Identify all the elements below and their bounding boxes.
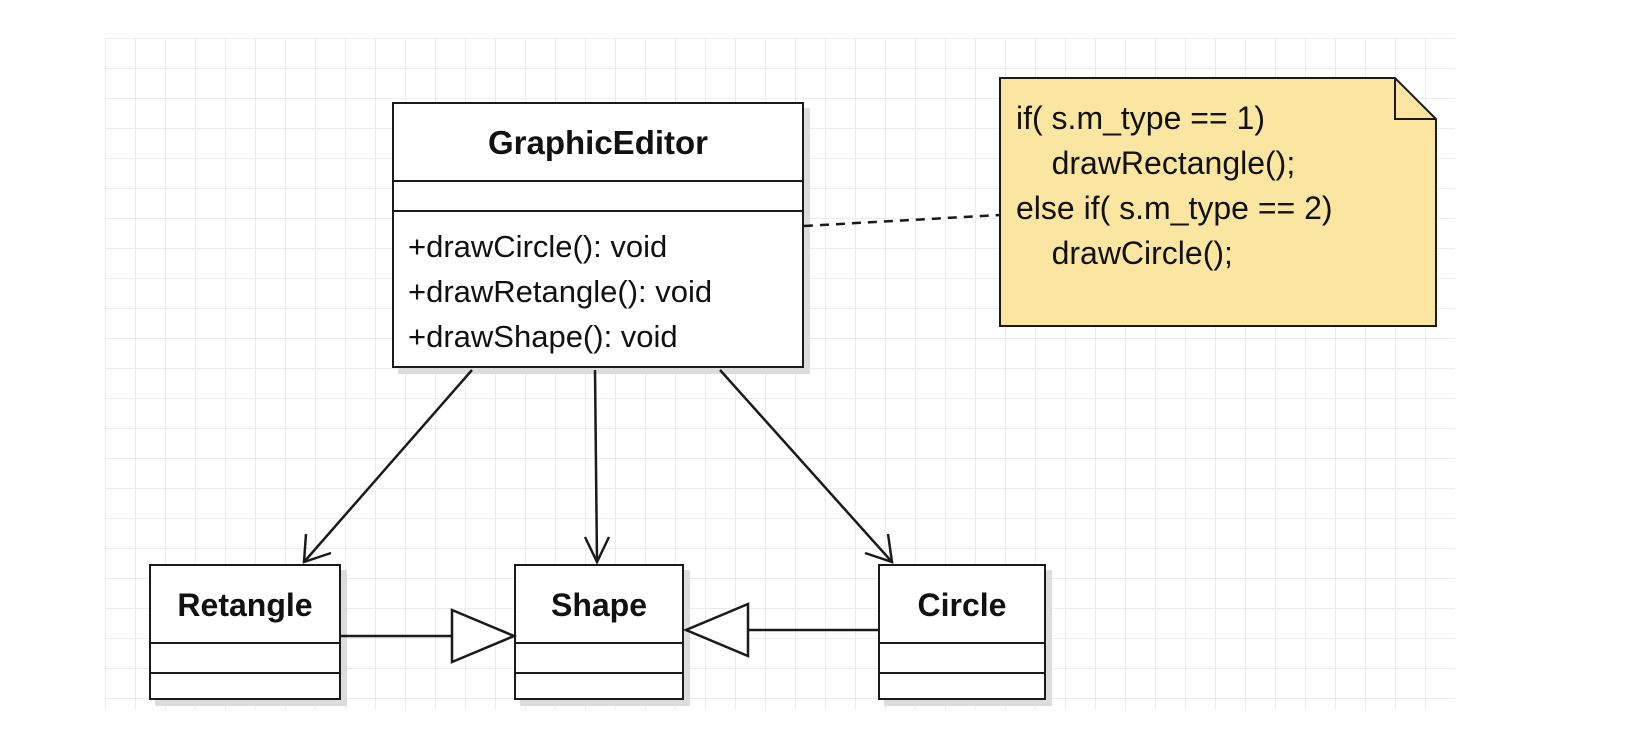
association-to-circle[interactable] xyxy=(719,369,893,563)
note-box[interactable] xyxy=(1000,78,1436,326)
generalization-arrowhead-right xyxy=(682,602,750,658)
arrowhead-retangle xyxy=(302,533,332,564)
class-retangle[interactable]: Retangle xyxy=(149,564,341,700)
association-to-shape[interactable] xyxy=(593,369,599,563)
class-name: GraphicEditor xyxy=(394,104,802,182)
note-fold xyxy=(1394,78,1436,120)
class-name: Shape xyxy=(516,566,682,644)
attributes-compartment xyxy=(516,644,682,674)
class-name: Circle xyxy=(880,566,1044,644)
class-name: Retangle xyxy=(151,566,339,644)
note-line: if( s.m_type == 1) xyxy=(1016,100,1265,136)
attributes-compartment xyxy=(151,644,339,674)
note-outline xyxy=(999,77,1437,327)
attributes-compartment xyxy=(394,182,802,212)
note-line: drawCircle(); xyxy=(1016,235,1233,271)
arrowhead-circle xyxy=(864,533,894,564)
operation-draw-shape: +drawShape(): void xyxy=(408,319,678,354)
note-anchor-line[interactable] xyxy=(803,213,1001,228)
note-line: else if( s.m_type == 2) xyxy=(1016,190,1333,226)
association-to-retangle[interactable] xyxy=(303,369,473,563)
generalization-arrowhead-left xyxy=(450,608,518,664)
class-graphic-editor[interactable]: GraphicEditor +drawCircle(): void +drawR… xyxy=(392,102,804,368)
operation-draw-circle: +drawCircle(): void xyxy=(408,229,668,264)
class-shape[interactable]: Shape xyxy=(514,564,684,700)
arrowhead-shape xyxy=(583,536,611,565)
class-circle[interactable]: Circle xyxy=(878,564,1046,700)
attributes-compartment xyxy=(880,644,1044,674)
operations-compartment: +drawCircle(): void +drawRetangle(): voi… xyxy=(394,212,802,359)
operation-draw-retangle: +drawRetangle(): void xyxy=(408,274,713,309)
note-text: if( s.m_type == 1) drawRectangle(); else… xyxy=(1016,96,1416,276)
note-line: drawRectangle(); xyxy=(1016,145,1296,181)
